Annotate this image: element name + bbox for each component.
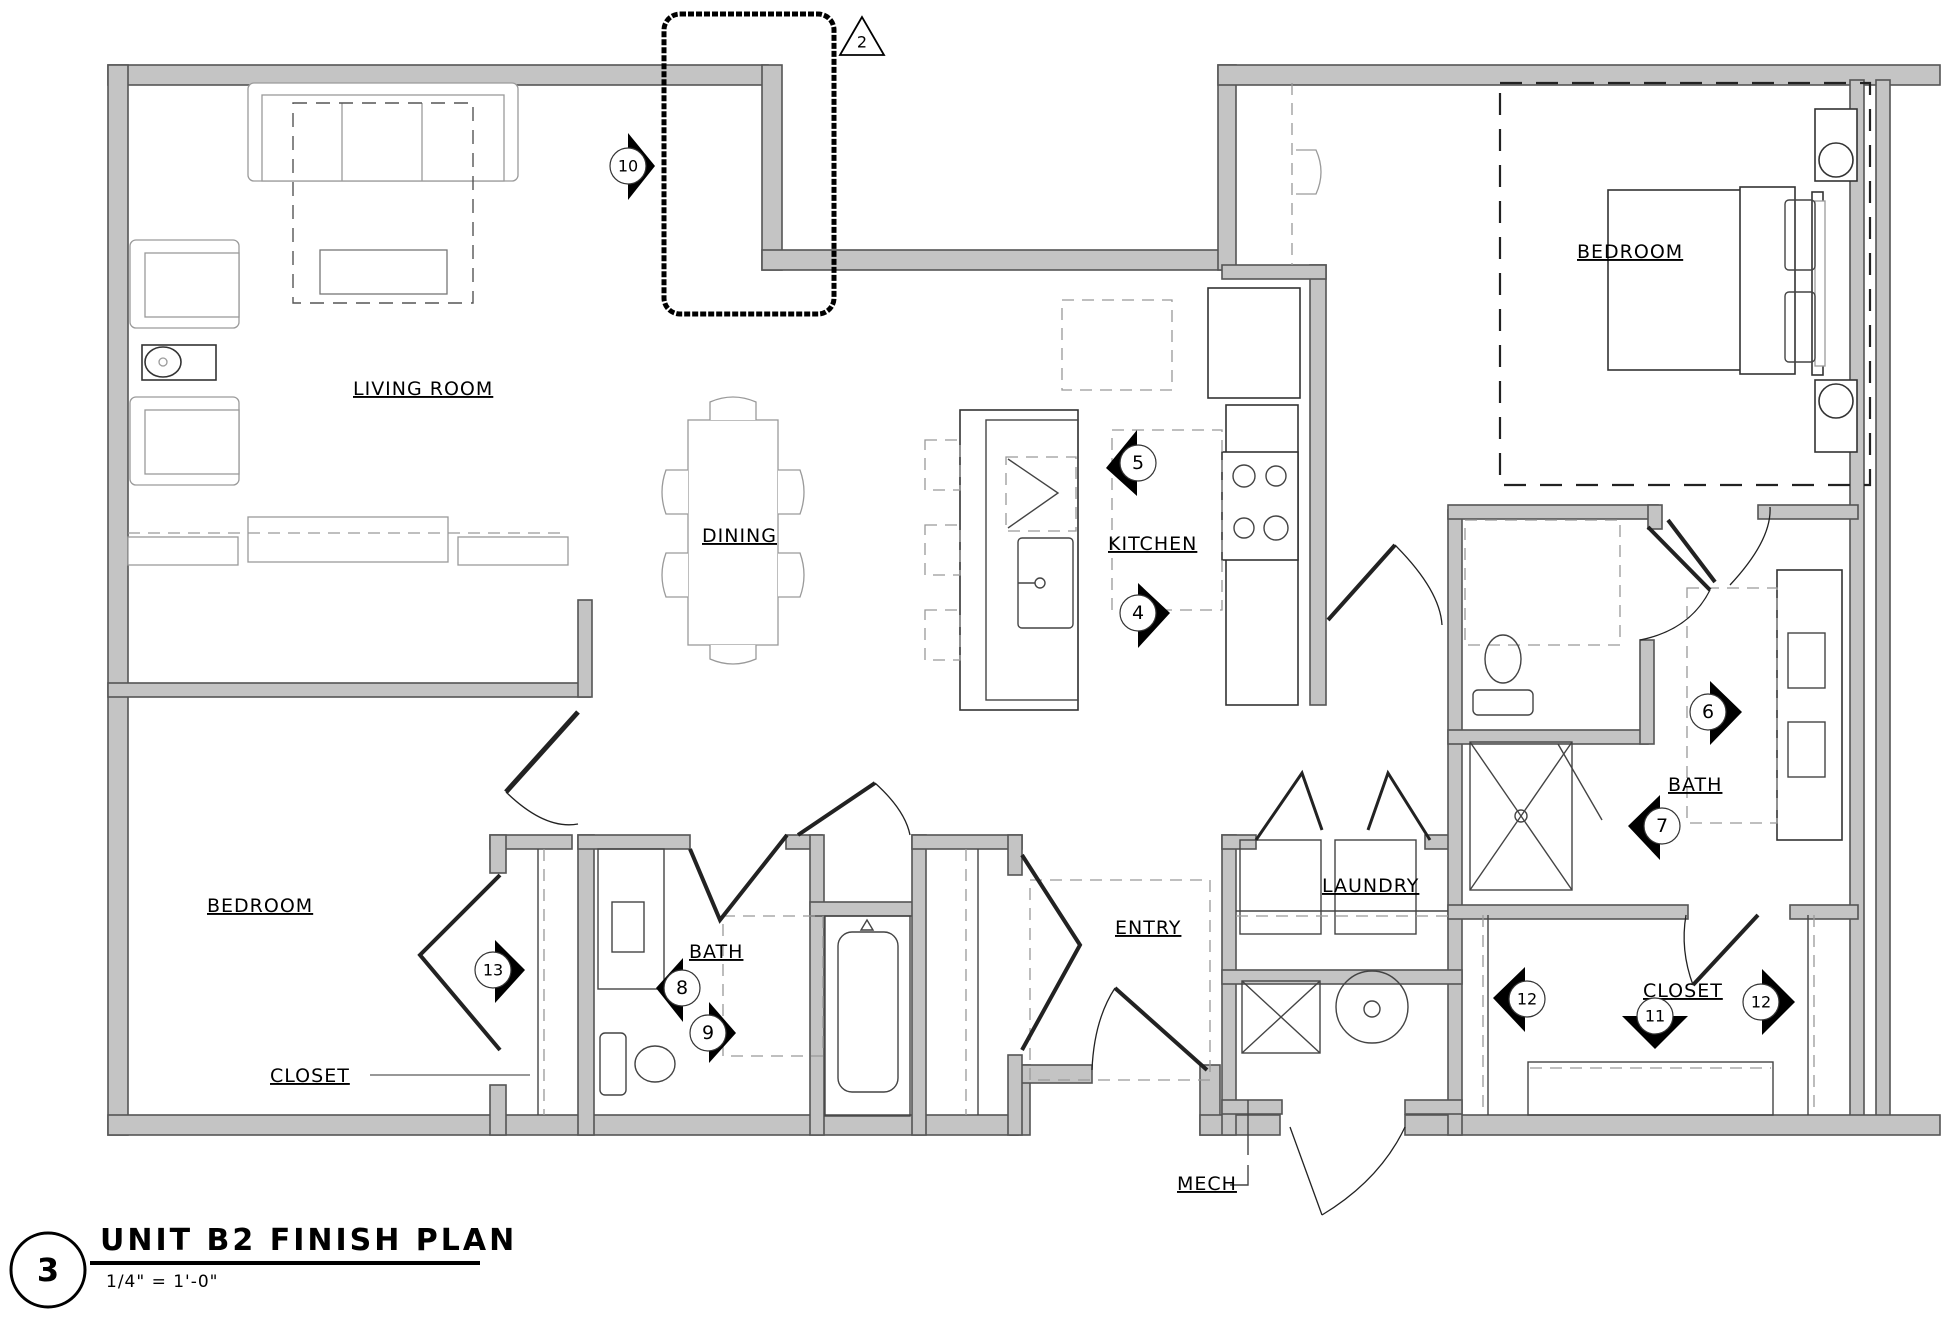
svg-text:13: 13 — [483, 961, 503, 980]
room-label-dining: DINING — [702, 525, 777, 547]
interior-walls — [107, 264, 1859, 1136]
laundry-mech: LAUNDRY MECH — [1177, 839, 1448, 1195]
master-bath: BATH — [1464, 519, 1843, 891]
dryer — [1334, 839, 1417, 935]
room-label-laundry: LAUNDRY — [1322, 875, 1419, 897]
svg-text:11: 11 — [1645, 1007, 1665, 1026]
elevation-marker-7[interactable]: 7 — [1628, 795, 1681, 860]
room-label-closet-2: CLOSET — [270, 1065, 350, 1087]
revision-number: 2 — [857, 33, 867, 52]
toilet — [1484, 634, 1522, 684]
elevation-marker-9[interactable]: 9 — [689, 1002, 736, 1063]
area-rug — [1498, 81, 1872, 487]
bath-2: BATH — [597, 848, 911, 1117]
elevation-marker-10[interactable]: 10 — [609, 133, 655, 200]
elevation-marker-12-left[interactable]: 12 — [1493, 967, 1546, 1032]
living-room-furniture — [127, 82, 569, 566]
elevation-marker-13[interactable]: 13 — [474, 940, 525, 1003]
coffee-table — [319, 249, 448, 295]
doors — [417, 506, 1771, 1216]
room-label-closet-master: CLOSET — [1643, 980, 1723, 1002]
elevation-markers: 10 5 4 6 7 8 — [474, 133, 1795, 1063]
sink — [1787, 632, 1826, 689]
svg-text:6: 6 — [1702, 701, 1714, 723]
elevation-marker-4[interactable]: 4 — [1119, 583, 1170, 648]
svg-text:12: 12 — [1517, 990, 1537, 1009]
vanity — [597, 848, 665, 990]
svg-text:10: 10 — [618, 157, 638, 176]
bed — [1607, 189, 1751, 371]
title-block: 3 UNIT B2 FINISH PLAN 1/4" = 1'-0" — [9, 1223, 517, 1309]
elevation-marker-5[interactable]: 5 — [1106, 430, 1157, 496]
room-label-bath-master: BATH — [1668, 774, 1722, 796]
elevation-marker-12-right[interactable]: 12 — [1742, 969, 1795, 1035]
drawing-title: UNIT B2 FINISH PLAN — [100, 1223, 517, 1258]
revision-cloud: 2 — [661, 11, 886, 317]
kitchen-island — [959, 409, 1079, 711]
room-label-living-room: LIVING ROOM — [353, 378, 493, 400]
svg-text:8: 8 — [676, 977, 688, 999]
sink — [1787, 721, 1826, 778]
air-handler — [1241, 980, 1321, 1054]
dining-table — [687, 419, 779, 646]
room-label-bedroom-master: BEDROOM — [1577, 241, 1683, 263]
bathtub — [824, 915, 911, 1117]
entry: ENTRY — [965, 849, 1211, 1115]
room-label-bedroom-2: BEDROOM — [207, 895, 313, 917]
area-rug — [292, 102, 474, 304]
sink — [611, 901, 645, 953]
svg-text:7: 7 — [1656, 815, 1668, 837]
svg-text:4: 4 — [1132, 602, 1144, 624]
bedroom-2: BEDROOM CLOSET — [207, 849, 545, 1115]
revision-triangle-icon — [838, 15, 886, 56]
detail-number: 3 — [37, 1251, 59, 1289]
range — [1221, 451, 1299, 561]
master-bedroom: BEDROOM — [1291, 81, 1872, 487]
svg-text:5: 5 — [1132, 452, 1144, 474]
master-closet: CLOSET — [1482, 915, 1815, 1116]
elevation-marker-8[interactable]: 8 — [656, 958, 701, 1022]
elevation-marker-11[interactable]: 11 — [1622, 997, 1688, 1049]
elevation-marker-6[interactable]: 6 — [1689, 681, 1742, 745]
room-label-kitchen: KITCHEN — [1108, 533, 1197, 555]
closet-shelf — [1527, 1061, 1774, 1116]
room-label-mech: MECH — [1177, 1173, 1237, 1195]
kitchen-fixtures: KITCHEN — [924, 287, 1301, 711]
washer — [1239, 839, 1322, 935]
drawing-scale: 1/4" = 1'-0" — [106, 1272, 219, 1292]
refrigerator — [1207, 287, 1301, 399]
toilet — [634, 1045, 676, 1083]
room-label-entry: ENTRY — [1115, 917, 1181, 939]
media-console — [247, 516, 449, 563]
svg-text:9: 9 — [702, 1022, 714, 1044]
water-heater — [1335, 970, 1409, 1044]
dining-furniture: DINING — [661, 396, 805, 665]
exterior-walls — [107, 64, 1941, 1136]
svg-text:12: 12 — [1751, 993, 1771, 1012]
detail-bubble — [9, 1231, 87, 1309]
shower — [1469, 741, 1573, 891]
vanity — [1776, 569, 1843, 841]
room-label-bath-2: BATH — [689, 941, 743, 963]
